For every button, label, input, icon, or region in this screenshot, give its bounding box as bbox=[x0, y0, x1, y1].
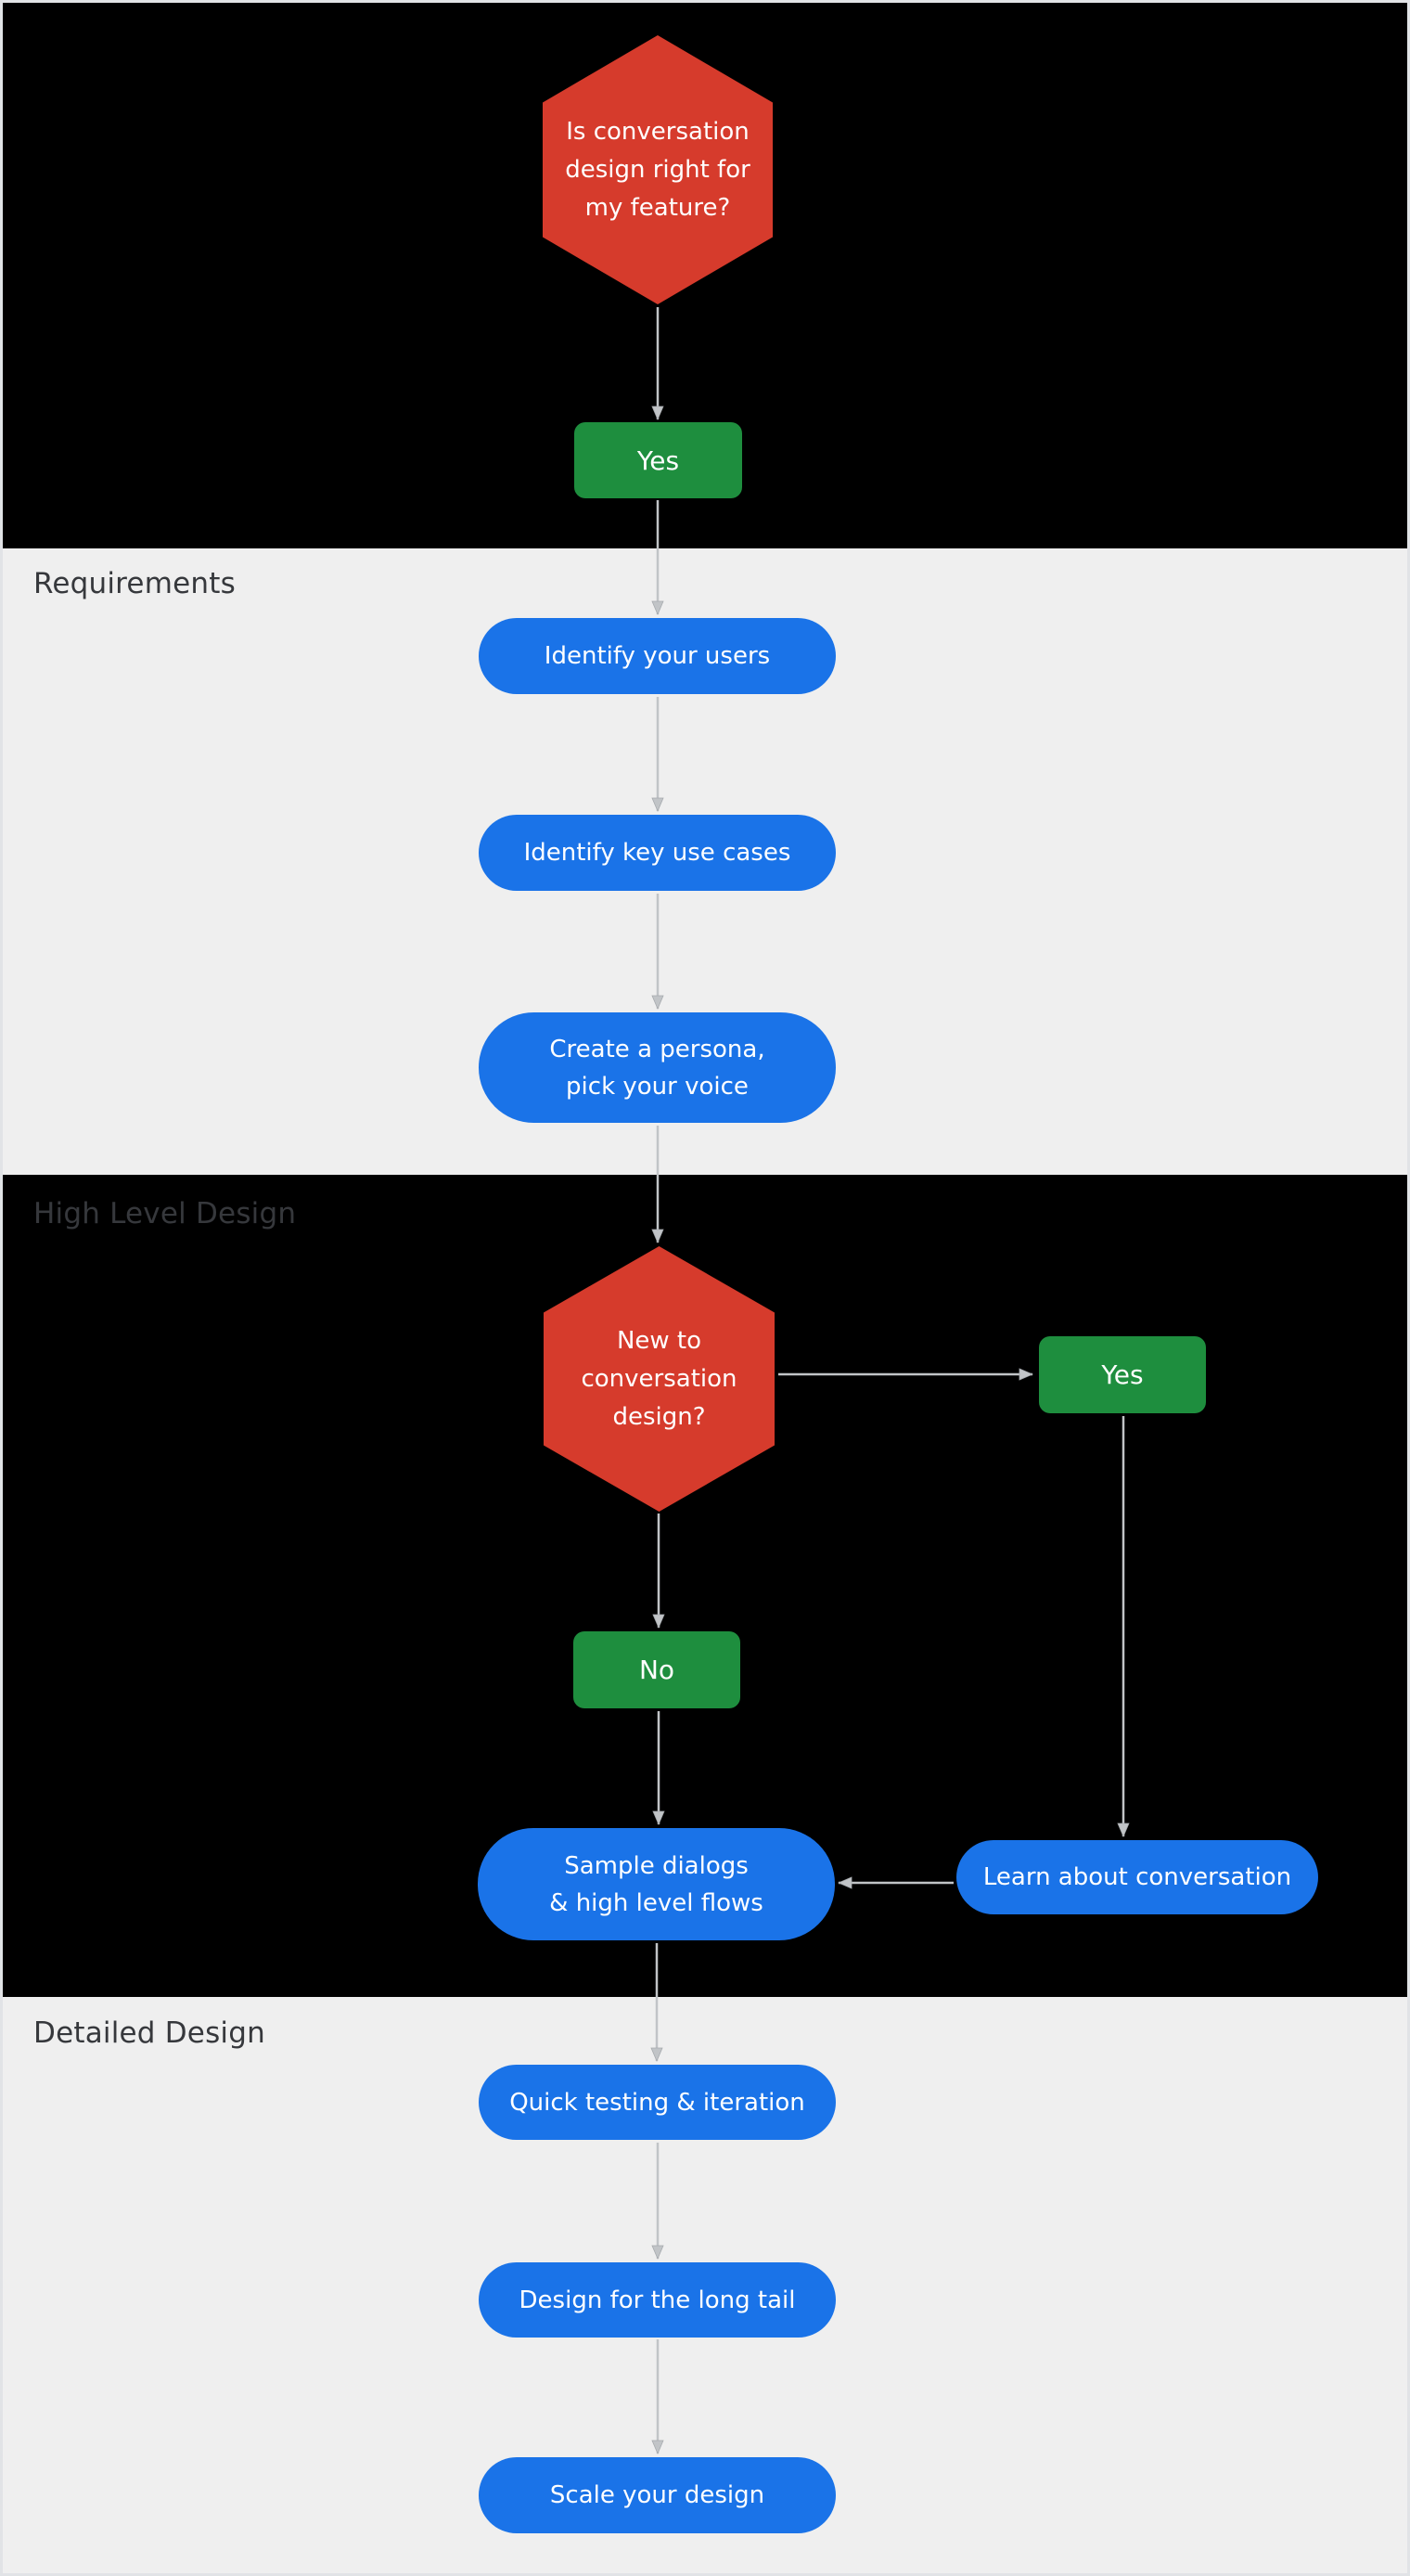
process-label: Quick testing & iteration bbox=[509, 2088, 805, 2117]
decision-text-line: conversation bbox=[581, 1364, 737, 1393]
answer-no: No bbox=[573, 1631, 740, 1708]
process-quick-testing-iteration: Quick testing & iteration bbox=[479, 2065, 836, 2140]
decision-text-line: New to bbox=[616, 1326, 702, 1355]
process-text-line: Sample dialogs bbox=[564, 1851, 749, 1880]
process-text-line: Create a persona, bbox=[549, 1035, 765, 1063]
process-label: Learn about conversation bbox=[982, 1863, 1292, 1891]
decision-text-line: design right for bbox=[565, 155, 750, 184]
answer-label: Yes bbox=[636, 444, 680, 476]
decision-text-line: design? bbox=[612, 1402, 706, 1431]
process-create-persona-pick-voice: Create a persona, pick your voice bbox=[479, 1012, 836, 1123]
process-identify-your-users: Identify your users bbox=[479, 618, 836, 694]
process-learn-about-conversation: Learn about conversation bbox=[956, 1840, 1318, 1914]
answer-yes-top: Yes bbox=[574, 422, 742, 498]
answer-yes-right: Yes bbox=[1039, 1336, 1206, 1413]
process-sample-dialogs-high-level-flows: Sample dialogs & high level flows bbox=[478, 1828, 835, 1940]
section-label-requirements: Requirements bbox=[33, 567, 236, 600]
process-label: Identify your users bbox=[544, 642, 771, 670]
process-identify-key-use-cases: Identify key use cases bbox=[479, 815, 836, 891]
process-label: Design for the long tail bbox=[519, 2286, 796, 2314]
answer-label: No bbox=[638, 1655, 675, 1685]
section-label-high-level-design: High Level Design bbox=[33, 1197, 297, 1230]
process-label: Scale your design bbox=[549, 2481, 765, 2509]
decision-text-line: my feature? bbox=[584, 193, 731, 222]
section-label-detailed-design: Detailed Design bbox=[33, 2016, 265, 2050]
process-design-for-long-tail: Design for the long tail bbox=[479, 2262, 836, 2338]
process-text-line: pick your voice bbox=[566, 1072, 749, 1101]
answer-label: Yes bbox=[1101, 1359, 1144, 1390]
process-label: Identify key use cases bbox=[523, 839, 791, 867]
decision-text-line: Is conversation bbox=[566, 117, 750, 146]
process-text-line: & high level flows bbox=[549, 1888, 763, 1917]
process-scale-your-design: Scale your design bbox=[479, 2457, 836, 2533]
flow-connectors bbox=[650, 307, 1130, 2455]
